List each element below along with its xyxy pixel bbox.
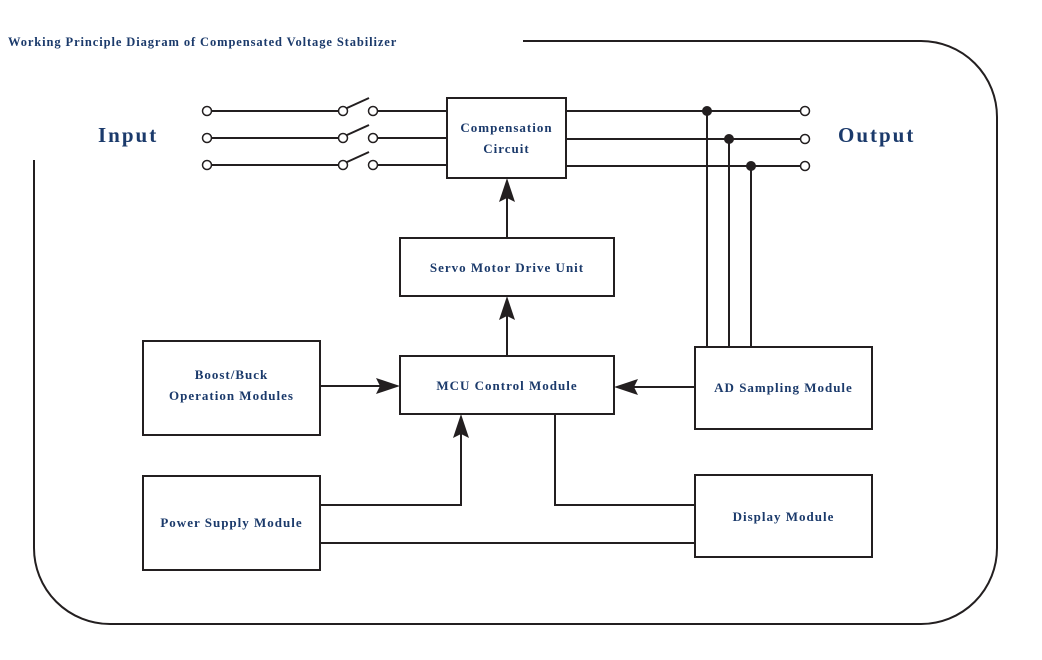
input-phase-2 bbox=[201, 124, 447, 144]
input-terminal bbox=[201, 132, 213, 144]
compensation-circuit-block: Compensation Circuit bbox=[446, 97, 567, 179]
boost-buck-block: Boost/Buck Operation Modules bbox=[142, 340, 321, 436]
input-terminal bbox=[201, 159, 213, 171]
input-phase-1 bbox=[201, 97, 447, 117]
arrow-servo-to-compensation bbox=[499, 178, 515, 238]
arrow-mcu-to-servo bbox=[499, 296, 515, 356]
sampling-taps bbox=[706, 111, 752, 347]
boost-buck-label-line2: Operation Modules bbox=[169, 388, 294, 403]
output-phase-1 bbox=[566, 105, 811, 117]
switch-contact bbox=[337, 159, 349, 171]
output-terminal bbox=[799, 105, 811, 117]
mcu-label: MCU Control Module bbox=[436, 378, 577, 393]
ad-sampling-block: AD Sampling Module bbox=[694, 346, 873, 430]
switch-contact bbox=[337, 105, 349, 117]
compensation-label-line1: Compensation bbox=[460, 120, 552, 135]
switch-contact bbox=[367, 105, 379, 117]
servo-motor-drive-block: Servo Motor Drive Unit bbox=[399, 237, 615, 297]
ad-sampling-label: AD Sampling Module bbox=[714, 380, 853, 395]
switch-contact bbox=[367, 159, 379, 171]
display-block: Display Module bbox=[694, 474, 873, 558]
compensation-label-line2: Circuit bbox=[483, 141, 529, 156]
switch-contact bbox=[337, 132, 349, 144]
input-phase-3 bbox=[201, 151, 447, 171]
input-terminal bbox=[201, 105, 213, 117]
output-terminal bbox=[799, 133, 811, 145]
switch-blade bbox=[346, 97, 370, 109]
arrow-power-to-mcu bbox=[320, 414, 469, 506]
switch-blade bbox=[346, 124, 370, 136]
power-supply-label: Power Supply Module bbox=[160, 515, 302, 530]
outer-frame bbox=[33, 40, 998, 625]
switch-contact bbox=[367, 132, 379, 144]
diagram-title: Working Principle Diagram of Compensated… bbox=[8, 35, 397, 49]
switch-blade bbox=[346, 151, 370, 163]
arrow-boost-buck-to-mcu bbox=[320, 378, 400, 394]
arrow-ad-to-mcu bbox=[614, 379, 695, 395]
output-label: Output bbox=[838, 123, 915, 147]
output-phase-3 bbox=[566, 160, 811, 172]
output-terminal bbox=[799, 160, 811, 172]
display-label: Display Module bbox=[733, 509, 835, 524]
servo-label: Servo Motor Drive Unit bbox=[430, 260, 584, 275]
input-label: Input bbox=[98, 123, 158, 147]
output-phase-2 bbox=[566, 133, 811, 145]
line-mcu-to-display bbox=[554, 414, 695, 506]
power-supply-block: Power Supply Module bbox=[142, 475, 321, 571]
mcu-control-block: MCU Control Module bbox=[399, 355, 615, 415]
boost-buck-label-line1: Boost/Buck bbox=[195, 367, 269, 382]
